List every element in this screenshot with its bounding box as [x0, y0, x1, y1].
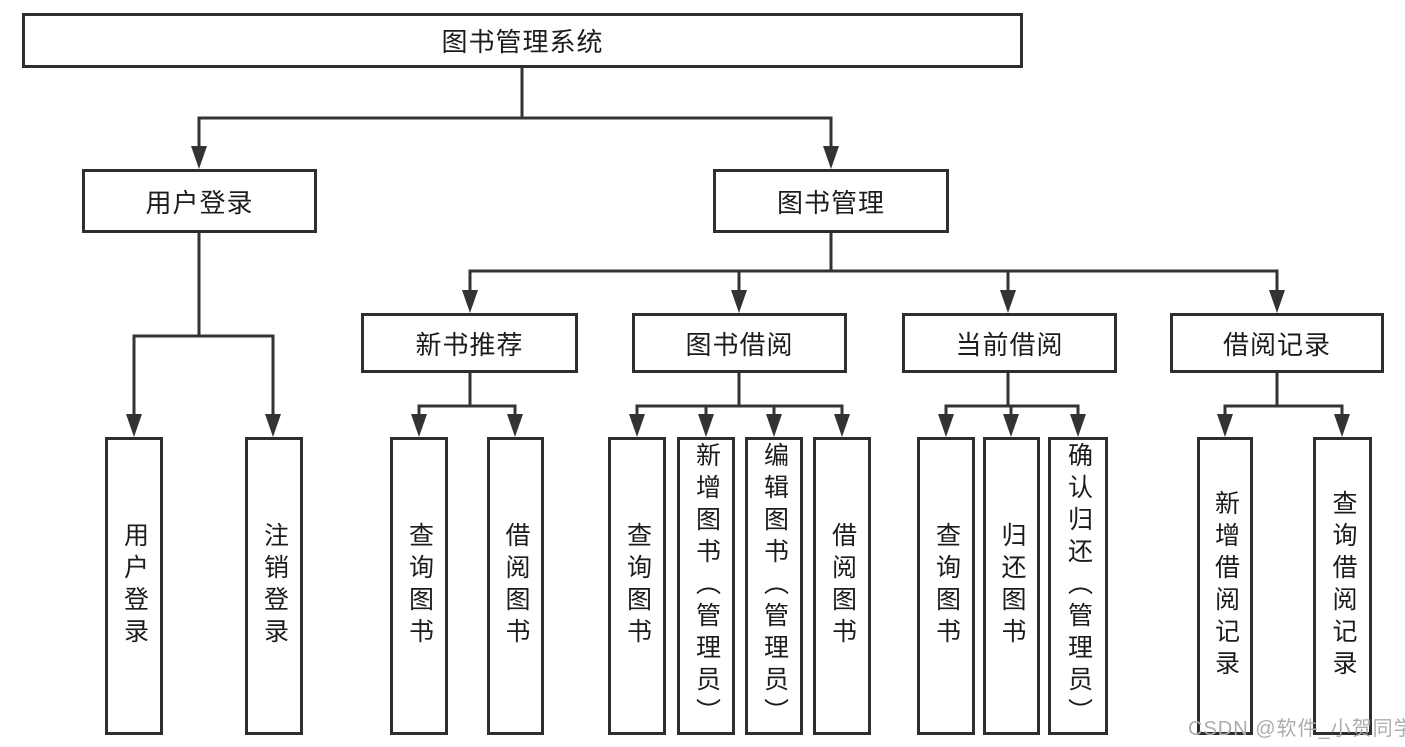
arrowheads-book-borrow-children: [629, 414, 850, 437]
arrowheads-user-login-children: [126, 414, 281, 437]
connector-new-book-rec-children: [417, 373, 517, 418]
node-current-borrow: 当前借阅: [902, 313, 1117, 373]
node-current-borrow-label: 当前借阅: [955, 329, 1064, 360]
node-leaf-query-book-borrow: 查询图书: [608, 437, 666, 735]
node-borrow-record: 借阅记录: [1170, 313, 1384, 373]
node-leaf-query-book-current: 查询图书: [917, 437, 975, 735]
node-leaf-query-book-recommend: 查询图书: [390, 437, 448, 735]
node-leaf-logout: 注销登录: [245, 437, 303, 735]
node-leaf-query-borrow-record-label: 查询借阅记录: [1329, 490, 1357, 682]
node-book-management-label: 图书管理: [776, 187, 885, 218]
node-leaf-return-book-label: 归还图书: [998, 522, 1026, 650]
node-borrow-record-label: 借阅记录: [1222, 329, 1331, 360]
node-book-management: 图书管理: [713, 169, 949, 233]
node-book-borrow: 图书借阅: [632, 313, 847, 373]
arrowheads-level2: [191, 146, 839, 169]
connector-user-login-children: [132, 233, 275, 418]
node-leaf-confirm-return-admin-label: 确认归还（管理员）: [1064, 442, 1093, 730]
node-book-borrow-label: 图书借阅: [685, 329, 794, 360]
csdn-watermark: CSDN @软件_小贺同学: [1188, 718, 1405, 740]
node-leaf-borrow-book-recommend: 借阅图书: [487, 437, 544, 735]
connector-borrow-record-children: [1223, 373, 1344, 418]
node-leaf-add-book-admin: 新增图书（管理员）: [677, 437, 735, 735]
node-leaf-add-book-admin-label: 新增图书（管理员）: [692, 442, 721, 730]
node-leaf-borrow-book-recommend-label: 借阅图书: [502, 522, 530, 650]
node-new-book-recommend-label: 新书推荐: [415, 329, 524, 360]
arrowheads-borrow-record-children: [1217, 414, 1350, 437]
connector-root-to-level2: [197, 68, 833, 150]
node-leaf-user-login-label: 用户登录: [120, 522, 149, 650]
node-root: 图书管理系统: [22, 13, 1023, 68]
arrowheads-book-mgmt-children: [462, 290, 1285, 313]
node-root-label: 图书管理系统: [441, 27, 604, 57]
connector-current-borrow-children: [944, 373, 1080, 418]
node-leaf-user-login: 用户登录: [105, 437, 163, 735]
node-leaf-logout-label: 注销登录: [260, 522, 289, 650]
node-leaf-add-borrow-record: 新增借阅记录: [1197, 437, 1253, 735]
arrowheads-current-borrow-children: [938, 414, 1086, 437]
node-leaf-edit-book-admin-label: 编辑图书（管理员）: [760, 442, 789, 730]
node-leaf-query-book-borrow-label: 查询图书: [623, 522, 652, 650]
node-new-book-recommend: 新书推荐: [361, 313, 578, 373]
node-leaf-add-borrow-record-label: 新增借阅记录: [1211, 490, 1240, 682]
connector-book-mgmt-children: [468, 233, 1279, 294]
node-leaf-query-book-current-label: 查询图书: [932, 522, 961, 650]
node-user-login-group: 用户登录: [82, 169, 317, 233]
node-leaf-query-book-recommend-label: 查询图书: [405, 522, 434, 650]
node-leaf-borrow-book: 借阅图书: [813, 437, 871, 735]
node-leaf-borrow-book-label: 借阅图书: [828, 522, 857, 650]
node-leaf-return-book: 归还图书: [983, 437, 1040, 735]
node-leaf-query-borrow-record: 查询借阅记录: [1313, 437, 1372, 735]
node-leaf-edit-book-admin: 编辑图书（管理员）: [745, 437, 803, 735]
connector-book-borrow-children: [635, 373, 844, 418]
node-leaf-confirm-return-admin: 确认归还（管理员）: [1048, 437, 1108, 735]
arrowheads-new-book-rec-children: [411, 414, 523, 437]
node-user-login-group-label: 用户登录: [145, 187, 254, 218]
